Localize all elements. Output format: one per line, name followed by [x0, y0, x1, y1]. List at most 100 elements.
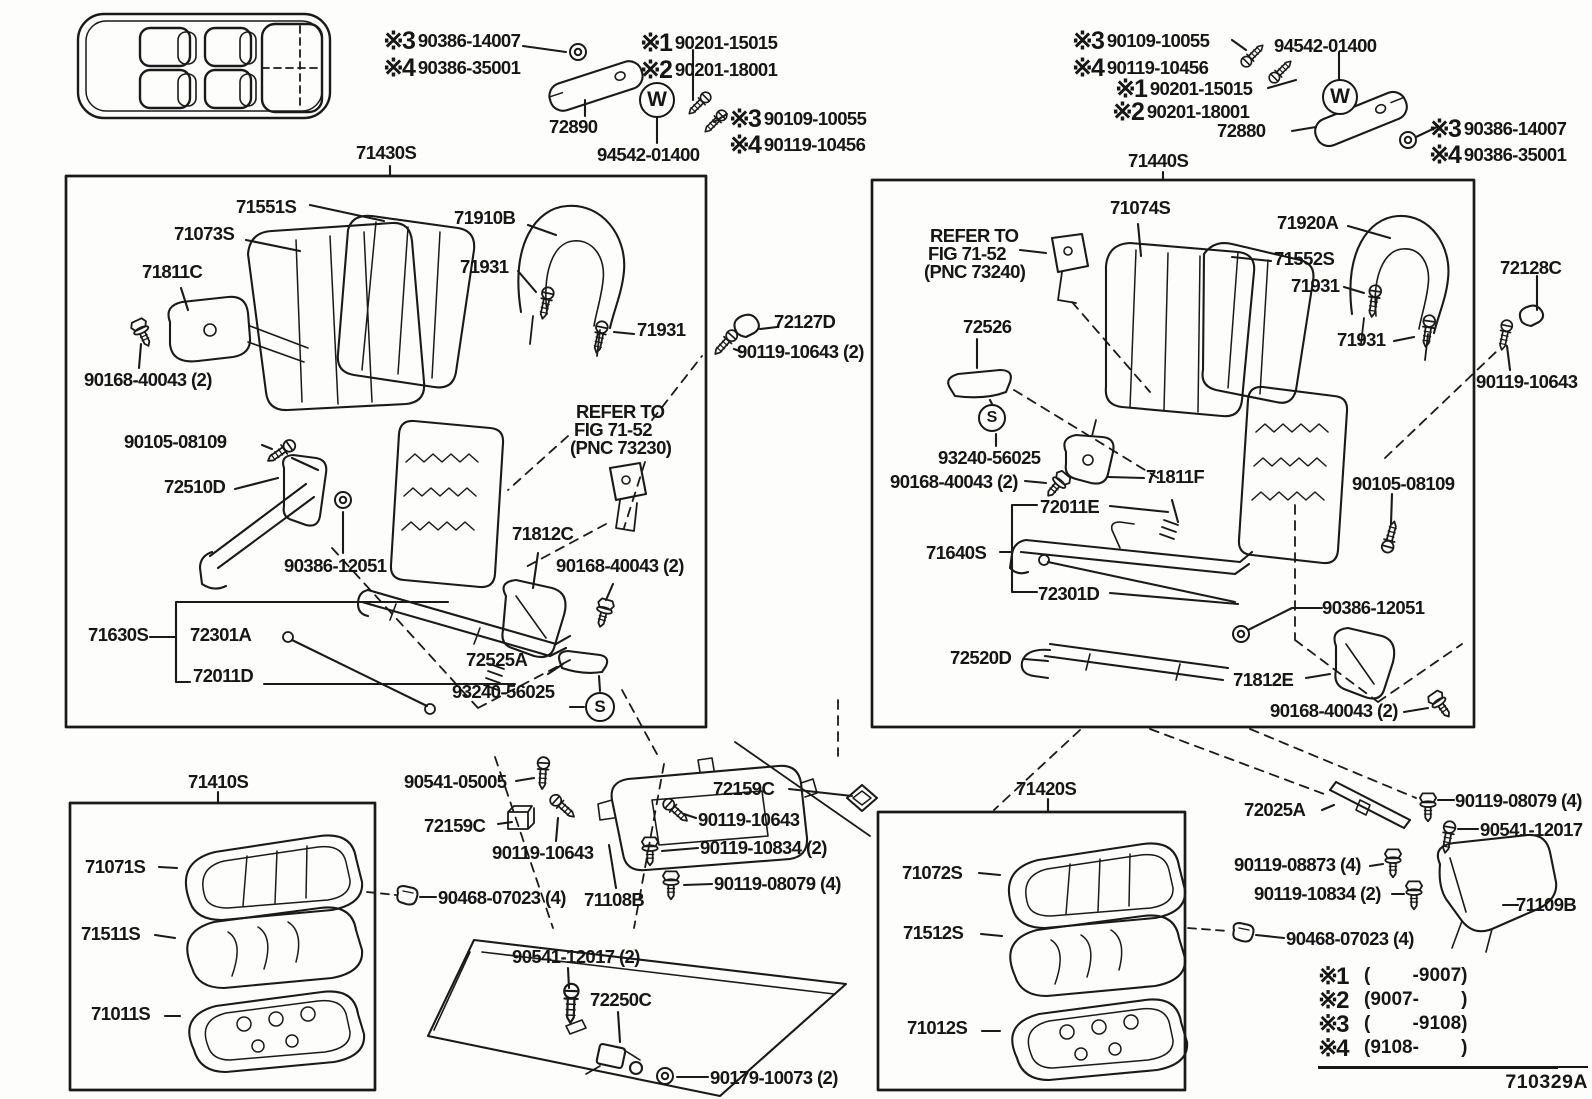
part-number-text: 71430S: [356, 142, 417, 163]
part-label-71630s: 71630S: [88, 625, 149, 644]
substitution-mark: ※4: [1072, 54, 1105, 82]
part-number-text: 90386-35001: [417, 57, 521, 78]
part-label-71512s: 71512S: [903, 923, 964, 942]
part-label-72159c: 72159C: [713, 778, 775, 799]
part-number-text: 90119-10456: [1106, 57, 1209, 78]
symbol-s-circle: S: [978, 404, 1006, 432]
part-label-71420s: 71420S: [1016, 779, 1077, 798]
part-number-text: 90468-07023 (4): [1286, 928, 1414, 949]
legend-date-range: ( -9108): [1364, 1013, 1468, 1034]
part-label-90386-12051: 90386-12051: [284, 556, 387, 575]
part-label-90119-10643: 90119-10643: [1476, 372, 1578, 391]
part-label-72510d: 72510D: [164, 477, 226, 496]
substitution-mark: ※1: [1115, 75, 1148, 103]
part-label-71012s: 71012S: [907, 1018, 968, 1037]
part-label-72890: 72890: [549, 117, 598, 136]
part-number-text: 71552S: [1274, 248, 1335, 269]
part-number-text: 90386-35001: [1463, 144, 1567, 165]
part-label-fig-71-52: FIG 71-52: [928, 244, 1006, 263]
part-number-text: FIG 71-52: [574, 419, 652, 440]
part-label-pnc-73240: (PNC 73240): [924, 261, 1026, 282]
part-number-text: 72159C: [713, 778, 775, 799]
part-label-90119-10643: 90119-10643: [492, 842, 594, 863]
part-number-text: 72250C: [590, 989, 652, 1010]
substitution-mark: ※2: [640, 56, 673, 84]
part-label-90468-07023-4: 90468-07023 (4): [438, 888, 566, 907]
part-number-text: 72301D: [1038, 583, 1100, 604]
part-number-text: 71108B: [584, 889, 645, 910]
part-number-text: 71811F: [1146, 466, 1205, 487]
part-number-text: 72301A: [190, 624, 252, 645]
part-label-72159c: 72159C: [424, 816, 486, 835]
part-number-text: 90541-12017: [1480, 819, 1583, 840]
part-number-text: 71812C: [512, 523, 574, 544]
part-number-text: 71931: [1337, 329, 1386, 350]
substitution-mark: ※1: [640, 29, 673, 57]
symbol-w-circle: W: [639, 82, 675, 118]
legend-row: ※2(9007- ): [1318, 987, 1558, 1014]
part-number-text: 90541-05005: [404, 771, 507, 792]
part-number-text: 90119-10643: [492, 842, 594, 863]
part-label-71011s: 71011S: [91, 1004, 151, 1023]
part-number-text: 71931: [460, 256, 509, 277]
part-number-text: 90201-15015: [1149, 78, 1253, 99]
part-label-71910b: 71910B: [454, 207, 516, 228]
part-label-71920a: 71920A: [1277, 213, 1339, 232]
part-number-text: 72525A: [466, 649, 528, 670]
part-number-text: 90179-10073 (2): [710, 1067, 838, 1088]
part-label-71552s: 71552S: [1274, 248, 1335, 269]
part-number-text: 90386-14007: [417, 30, 521, 51]
part-label-90541-12017-2: 90541-12017 (2): [512, 947, 640, 966]
part-label-90168-40043-2: 90168-40043 (2): [890, 472, 1018, 491]
part-label-72520d: 72520D: [950, 647, 1012, 668]
part-label-pnc-73230: (PNC 73230): [570, 437, 672, 458]
part-number-text: 72520D: [950, 647, 1012, 668]
substitution-mark: ※3: [383, 27, 416, 55]
legend-row: ※1( -9007): [1318, 962, 1558, 990]
part-number-text: 90105-08109: [124, 431, 227, 452]
part-label-72301d: 72301D: [1038, 583, 1100, 604]
part-label-90541-12017: 90541-12017: [1480, 819, 1583, 840]
substitution-mark: ※4: [729, 131, 762, 159]
part-number-text: 72526: [963, 316, 1012, 337]
part-number-text: 90119-10834 (2): [1254, 883, 1381, 904]
part-label-71073s: 71073S: [174, 223, 235, 244]
part-number-text: 72025A: [1244, 799, 1306, 820]
part-label-71551s: 71551S: [236, 197, 297, 216]
part-number-text: 71910B: [454, 207, 516, 228]
part-number-text: 90119-10643 (2): [737, 341, 864, 362]
part-number-text: 90386-12051: [1322, 597, 1425, 618]
part-number-text: 71073S: [174, 223, 235, 244]
legend-mark: ※1: [1318, 962, 1349, 990]
part-label-90119-10834-2: 90119-10834 (2): [700, 838, 827, 857]
part-label-90168-40043-2: 90168-40043 (2): [84, 370, 212, 389]
part-number-text: 90168-40043 (2): [1270, 700, 1398, 721]
part-label-71410s: 71410S: [188, 771, 249, 792]
part-number-text: 71410S: [188, 771, 249, 792]
part-number-text: (PNC 73230): [570, 437, 672, 458]
part-label-90179-10073-2: 90179-10073 (2): [710, 1068, 838, 1087]
part-number-text: 90541-12017 (2): [512, 946, 640, 967]
part-number-text: 90468-07023 (4): [438, 887, 566, 908]
legend-date-range: (9108- ): [1364, 1037, 1468, 1058]
part-number-text: REFER TO: [576, 401, 665, 422]
part-label-93240-56025: 93240-56025: [452, 682, 555, 701]
part-label-refer-to: REFER TO: [576, 401, 665, 422]
part-label-90105-08109: 90105-08109: [1352, 474, 1455, 493]
part-label-72011d: 72011D: [193, 666, 254, 685]
part-label-71109b: 71109B: [1516, 895, 1577, 914]
part-label-71931: 71931: [1337, 329, 1386, 350]
part-number-text: 71931: [637, 319, 686, 340]
part-number-text: 71072S: [902, 862, 963, 883]
part-label-72128c: 72128C: [1500, 258, 1562, 277]
part-number-text: 90386-14007: [1463, 118, 1567, 139]
part-number-text: 90119-10643: [698, 809, 800, 830]
part-label-71108b: 71108B: [584, 889, 645, 910]
part-number-text: 90201-15015: [674, 32, 778, 53]
part-number-text: (PNC 73240): [924, 261, 1026, 282]
